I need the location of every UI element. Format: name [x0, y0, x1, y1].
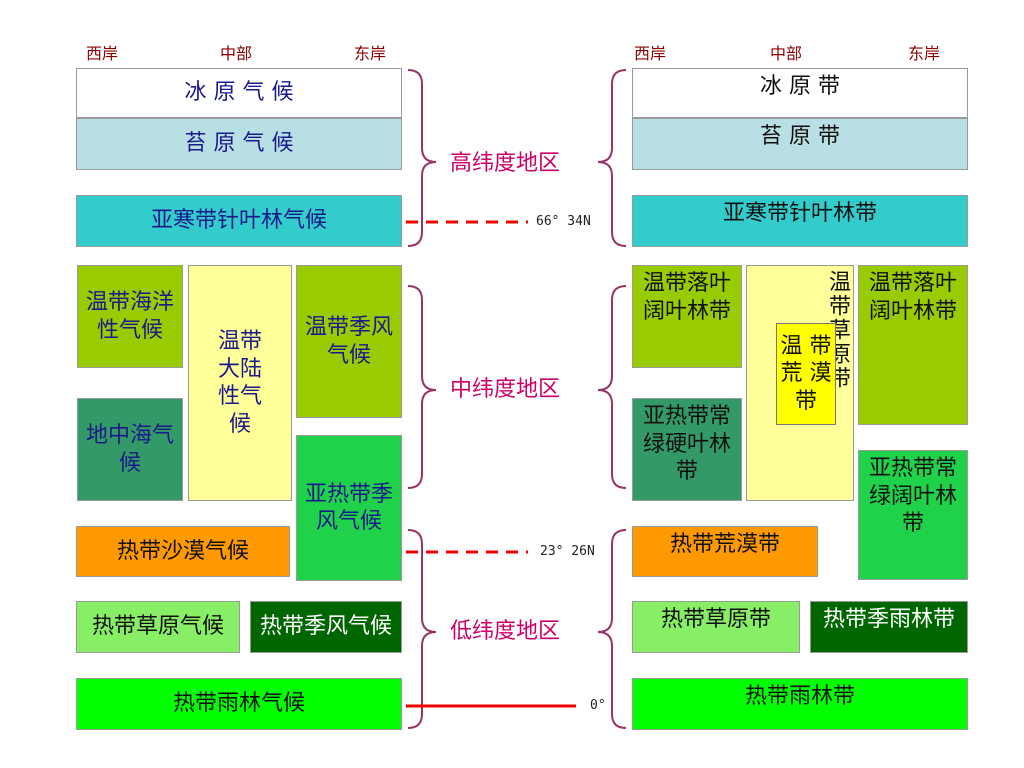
region-high-latitude: 高纬度地区 [450, 151, 561, 176]
zone-sclerophyll: 亚热带常绿硬叶林带 [632, 398, 742, 501]
zone-taiga: 亚寒带针叶林带 [632, 195, 968, 247]
climate-tropical-monsoon: 热带季风气候 [250, 601, 402, 653]
zone-steppe: 温带草原带 [746, 265, 854, 501]
header-right-east: 东岸 [908, 44, 941, 63]
climate-tropical-rainforest: 热带雨林气候 [76, 678, 402, 730]
brace-right-mid [597, 285, 627, 489]
climate-tropical-desert: 热带沙漠气候 [76, 526, 290, 577]
climate-subtropical-monsoon: 亚热带季风气候 [296, 435, 402, 581]
climate-tundra: 苔 原 气 候 [76, 118, 402, 170]
climate-subarctic: 亚寒带针叶林气候 [76, 195, 402, 247]
region-mid-latitude: 中纬度地区 [450, 377, 561, 402]
climate-tropical-savanna: 热带草原气候 [76, 601, 240, 653]
zone-deciduous-east: 温带落叶阔叶林带 [858, 265, 968, 425]
zone-tropical-rainforest: 热带雨林带 [632, 678, 968, 730]
zone-tropical-monsoon-forest: 热带季雨林带 [810, 601, 968, 653]
climate-temperate-monsoon: 温带季风气候 [296, 265, 402, 418]
brace-left-mid [407, 285, 437, 489]
latitude-equator-label: 0° [590, 698, 606, 713]
zone-tropical-desert: 热带荒漠带 [632, 526, 818, 577]
latitude-arctic-label: 66° 34N [536, 214, 591, 229]
brace-left-high [407, 69, 437, 247]
latitude-tropic-label: 23° 26N [540, 544, 595, 559]
climate-ice-cap: 冰 原 气 候 [76, 68, 402, 118]
header-left-central: 中部 [220, 44, 253, 63]
zone-deciduous-west: 温带落叶阔叶林带 [632, 265, 742, 368]
header-right-central: 中部 [770, 44, 803, 63]
brace-right-low [597, 529, 627, 729]
zone-ice-cap: 冰 原 带 [632, 68, 968, 118]
brace-right-high [597, 69, 627, 247]
zone-tropical-savanna: 热带草原带 [632, 601, 800, 653]
header-left-west: 西岸 [86, 44, 119, 63]
zone-evergreen-broadleaf: 亚热带常绿阔叶林带 [858, 450, 968, 580]
zone-desert: 温 带荒 漠带 [776, 323, 836, 425]
region-low-latitude: 低纬度地区 [450, 619, 561, 644]
header-left-east: 东岸 [354, 44, 387, 63]
brace-left-low [407, 529, 437, 729]
climate-temperate-marine: 温带海洋性气候 [77, 265, 183, 368]
header-right-west: 西岸 [634, 44, 667, 63]
climate-mediterranean: 地中海气候 [77, 398, 183, 501]
zone-tundra: 苔 原 带 [632, 118, 968, 170]
climate-temperate-continental: 温带大陆性气候 [188, 265, 292, 501]
